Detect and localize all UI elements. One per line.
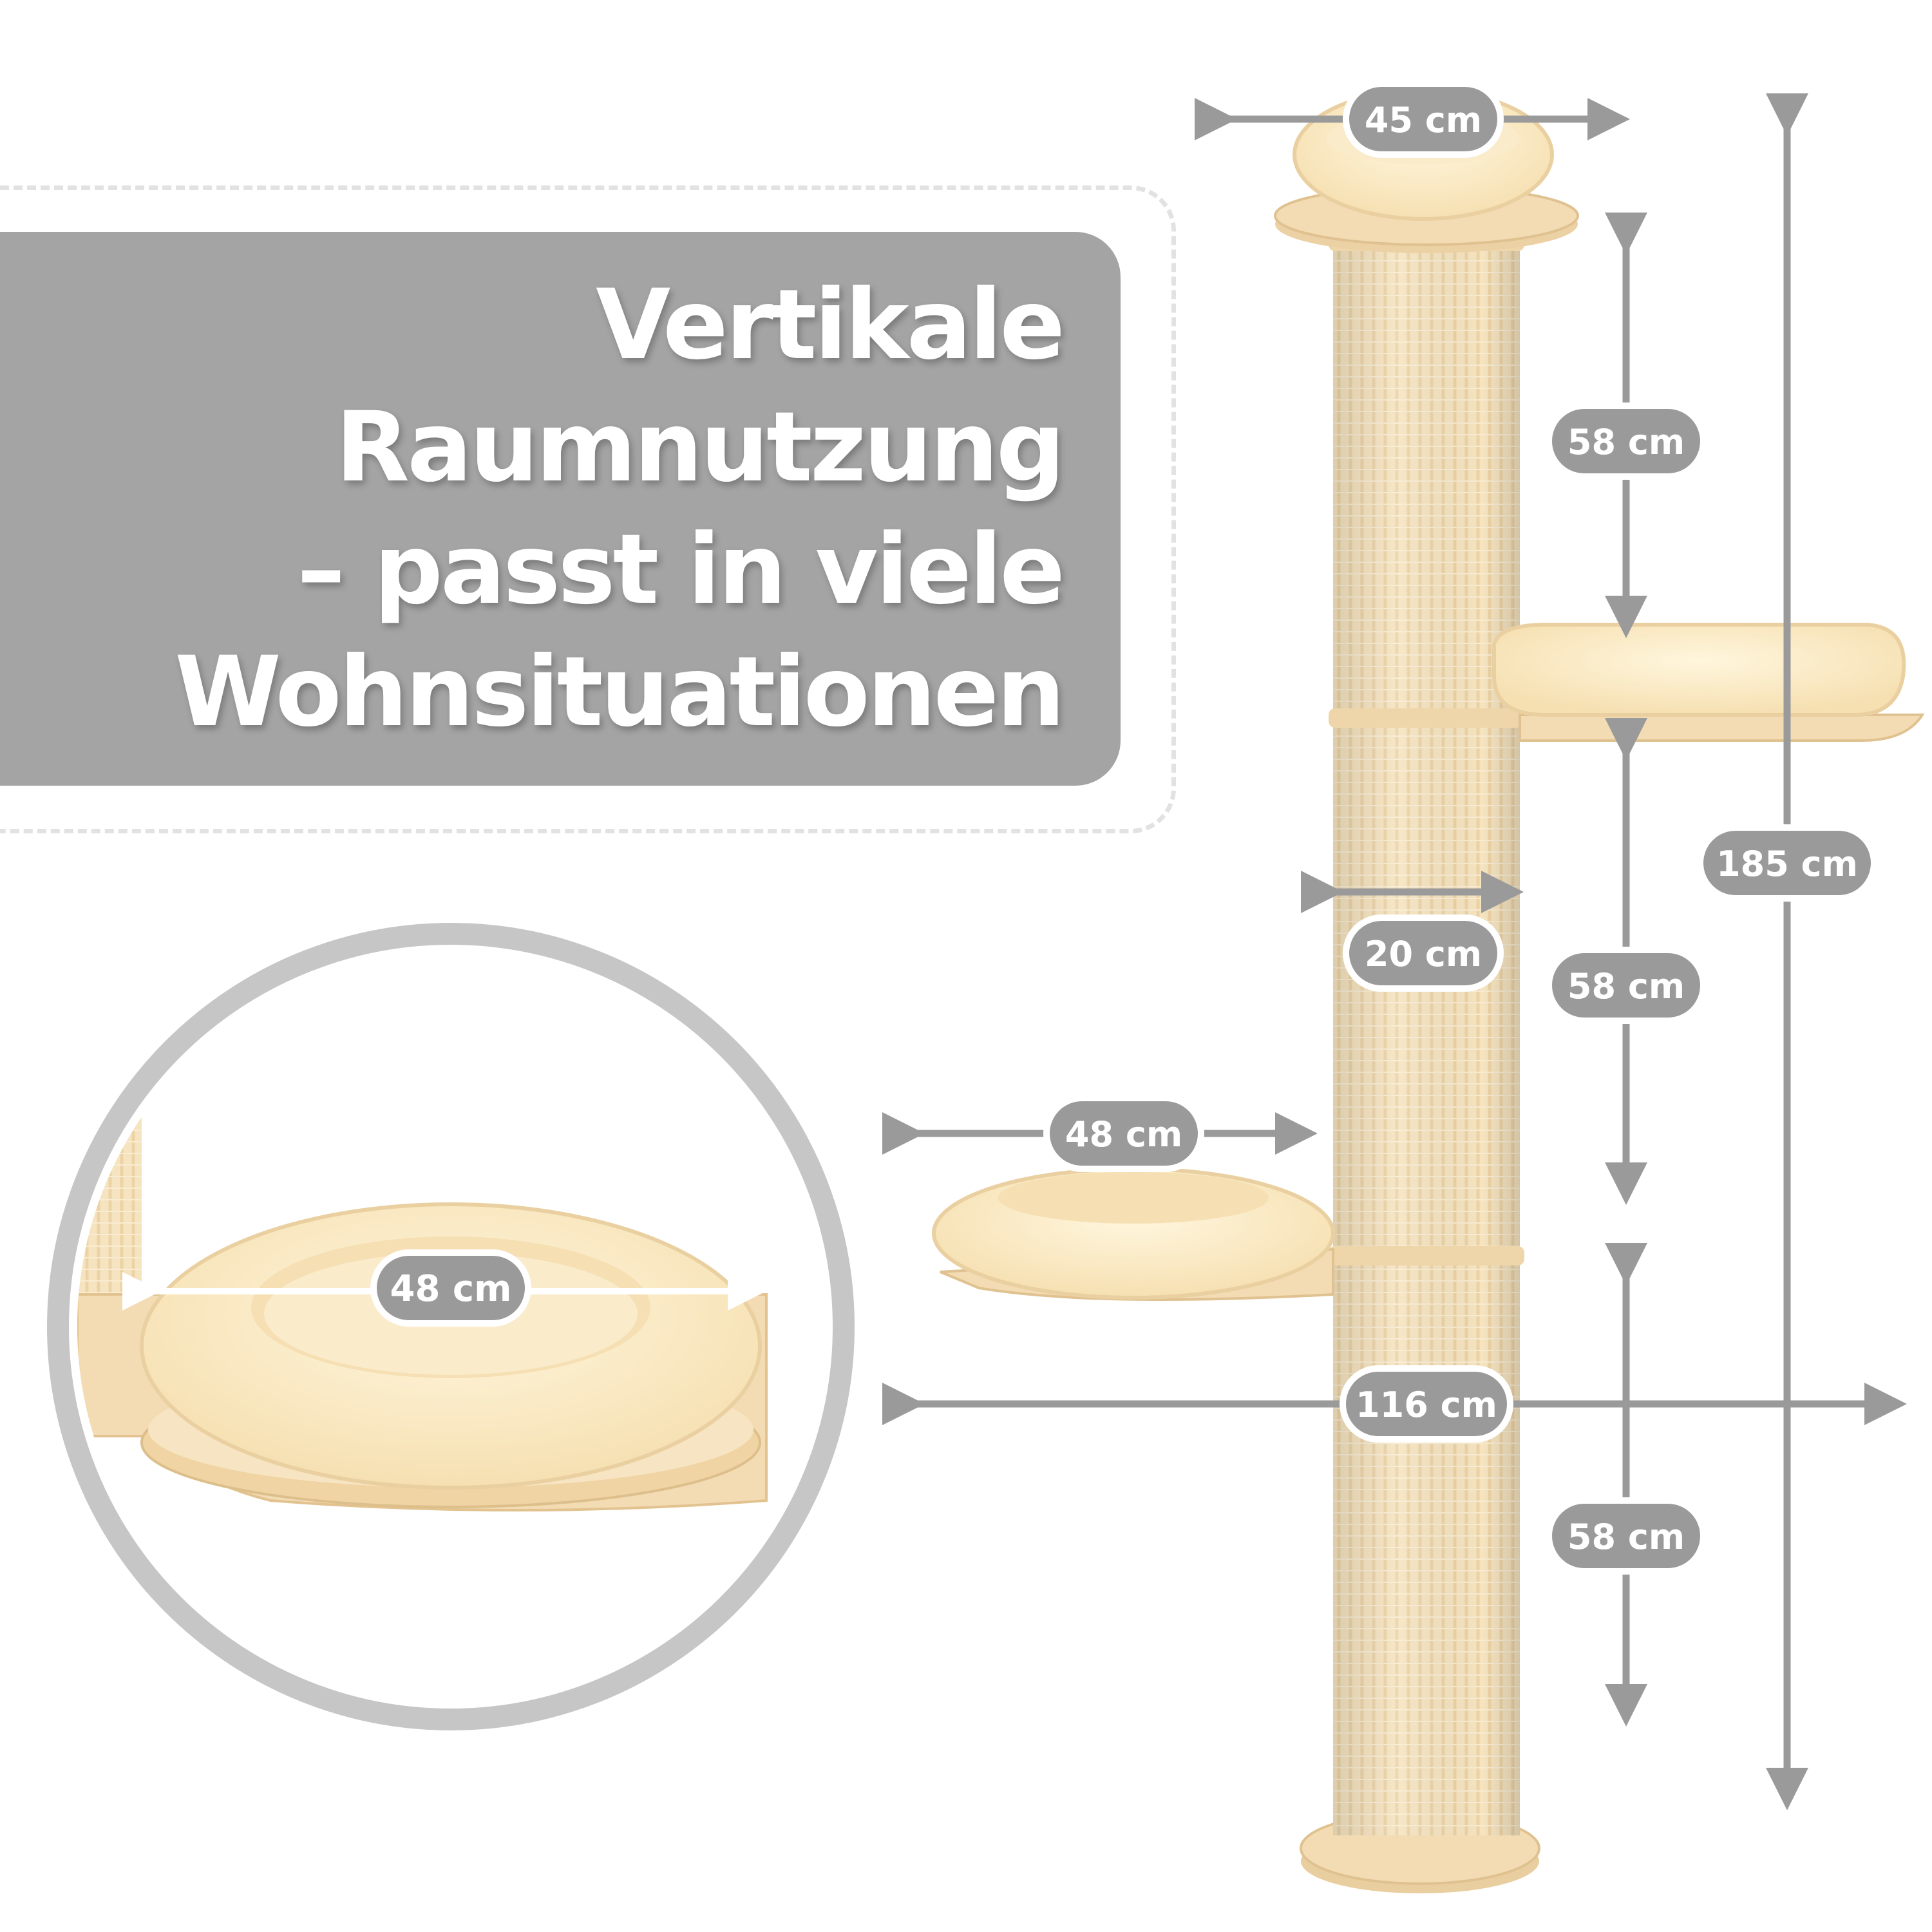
dim-lower-bed-label: 48 cm xyxy=(1065,1114,1182,1155)
dim-pole-diameter-label: 20 cm xyxy=(1365,934,1482,974)
dim-segment-top: 58 cm xyxy=(1546,402,1707,480)
dim-total-width-label: 116 cm xyxy=(1356,1385,1497,1425)
headline-panel: Vertikale Raumnutzung – passt in viele W… xyxy=(0,232,1121,786)
headline-line-2: Raumnutzung xyxy=(335,392,1065,504)
dim-segment-middle-label: 58 cm xyxy=(1567,966,1685,1007)
dim-segment-middle: 58 cm xyxy=(1546,947,1707,1024)
dim-segment-bottom-label: 58 cm xyxy=(1567,1517,1685,1557)
dim-total-height: 185 cm xyxy=(1697,824,1877,902)
dim-lower-bed: 48 cm xyxy=(1043,1095,1204,1172)
dim-detail-48-label: 48 cm xyxy=(390,1268,512,1310)
headline-line-4: Wohnsituationen xyxy=(175,636,1065,748)
dim-top-width-label: 45 cm xyxy=(1365,100,1482,140)
dim-segment-top-label: 58 cm xyxy=(1567,422,1685,462)
dim-segment-bottom: 58 cm xyxy=(1546,1497,1707,1575)
dim-pole-diameter: 20 cm xyxy=(1343,914,1504,992)
dim-top-width: 45 cm xyxy=(1343,80,1504,158)
headline-line-3: – passt in viele xyxy=(297,514,1065,626)
dim-detail-48: 48 cm xyxy=(370,1249,531,1327)
headline-text: Vertikale Raumnutzung – passt in viele W… xyxy=(175,264,1065,753)
headline-line-1: Vertikale xyxy=(596,269,1065,381)
dim-total-height-label: 185 cm xyxy=(1716,844,1858,884)
headline-dashed-frame xyxy=(0,185,1176,833)
dim-total-width: 116 cm xyxy=(1340,1365,1513,1443)
